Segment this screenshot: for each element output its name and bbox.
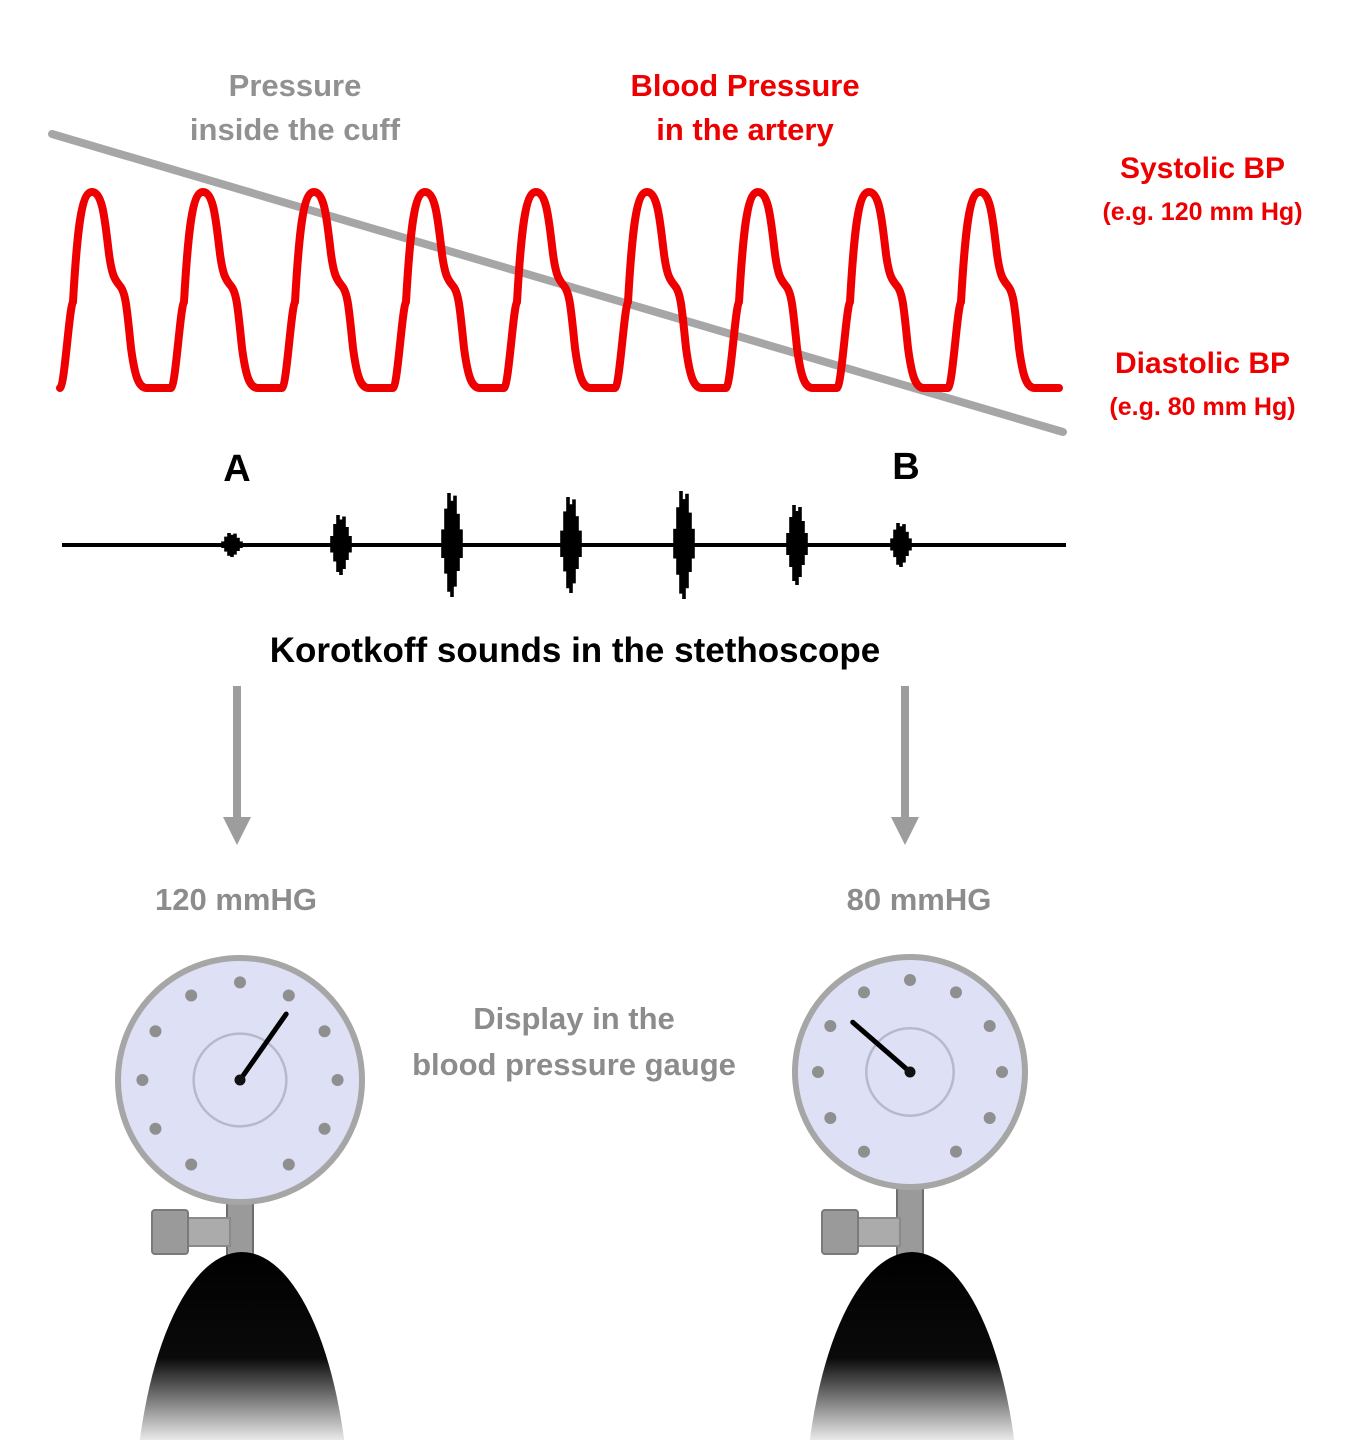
cuff-pressure-label: Pressure inside the cuff [120, 64, 470, 152]
gauge-left-reading: 120 mmHG [155, 882, 317, 917]
diastolic-bp-example: (e.g. 80 mm Hg) [1109, 392, 1296, 421]
gauge-needle [237, 1011, 289, 1083]
artery-pressure-label: Blood Pressure in the artery [570, 64, 920, 152]
artery-pressure-label-line1: Blood Pressure [630, 68, 860, 103]
rubber-bulb [809, 1252, 1015, 1440]
gauge-tick-dot [824, 1112, 837, 1124]
gauge-tick-dot [904, 974, 916, 986]
point-b-label: B [892, 446, 920, 488]
rubber-bulb [139, 1252, 345, 1440]
korotkoff-burst [330, 515, 352, 575]
gauge-tick-dot [136, 1074, 149, 1086]
point-a-label: A [223, 448, 251, 490]
systolic-bp-example: (e.g. 120 mm Hg) [1102, 197, 1303, 226]
gauge-tick-dot [858, 1145, 870, 1158]
gauge-tick-dot [149, 1025, 162, 1038]
valve-cap [821, 1209, 859, 1255]
gauge-needle [850, 1019, 913, 1075]
gauge-right-reading: 80 mmHG [846, 882, 992, 917]
cuff-pressure-label-line2: inside the cuff [189, 112, 401, 148]
korotkoff-burst [890, 523, 912, 567]
korotkoff-burst [786, 505, 808, 585]
gauge-tick-dot [185, 989, 198, 1002]
gauge-inner-ring [865, 1027, 955, 1117]
diastolic-bp-label: Diastolic BP (e.g. 80 mm Hg) [1058, 343, 1347, 425]
gauge-tick-dot [824, 1020, 837, 1032]
gauge-tick-dot [318, 1025, 331, 1038]
korotkoff-burst [441, 493, 463, 597]
gauge-tick-dot [983, 1020, 996, 1032]
gauge-tick-dot [996, 1066, 1008, 1078]
gauge-tick-dot [812, 1066, 824, 1078]
display-caption-line1: Display in the [473, 1001, 675, 1036]
down-arrow [891, 686, 919, 845]
gauge-needle-hub [234, 1074, 246, 1086]
gauge-needle-hub [904, 1066, 916, 1078]
artery-pressure-label-line2: in the artery [656, 112, 834, 148]
gauge-tick-dot [950, 1145, 962, 1158]
korotkoff-caption: Korotkoff sounds in the stethoscope [269, 631, 881, 670]
arterial-pressure-waveform [56, 188, 1063, 392]
gauge-tick-dot [983, 1112, 996, 1124]
valve-tube [183, 1217, 231, 1247]
diastolic-bp-title: Diastolic BP [1114, 347, 1291, 380]
gauge-tick-dot [185, 1158, 198, 1171]
pressure-gauge [115, 955, 365, 1440]
gauge-tick-dot [318, 1122, 331, 1135]
systolic-bp-label: Systolic BP (e.g. 120 mm Hg) [1058, 148, 1347, 230]
pressure-gauge [792, 954, 1028, 1440]
down-arrow [223, 686, 251, 845]
korotkoff-burst [673, 491, 695, 599]
display-caption-line2: blood pressure gauge [412, 1046, 736, 1082]
gauge-tick-dot [331, 1074, 344, 1086]
gauge-tick-dot [234, 976, 246, 989]
gauge-inner-ring [192, 1032, 288, 1128]
gauge-tick-dot [950, 986, 962, 999]
valve-cap [151, 1209, 189, 1255]
gauge-tick-dot [149, 1122, 162, 1135]
cuff-pressure-label-line1: Pressure [228, 68, 362, 103]
display-caption: Display in the blood pressure gauge [343, 996, 805, 1088]
gauge-tick-dot [282, 1158, 295, 1171]
gauge-tick-dot [858, 986, 870, 999]
valve-tube [853, 1217, 901, 1247]
gauge-tick-dot [282, 989, 295, 1002]
korotkoff-burst [221, 533, 243, 557]
korotkoff-burst [560, 497, 582, 593]
systolic-bp-title: Systolic BP [1119, 152, 1286, 185]
